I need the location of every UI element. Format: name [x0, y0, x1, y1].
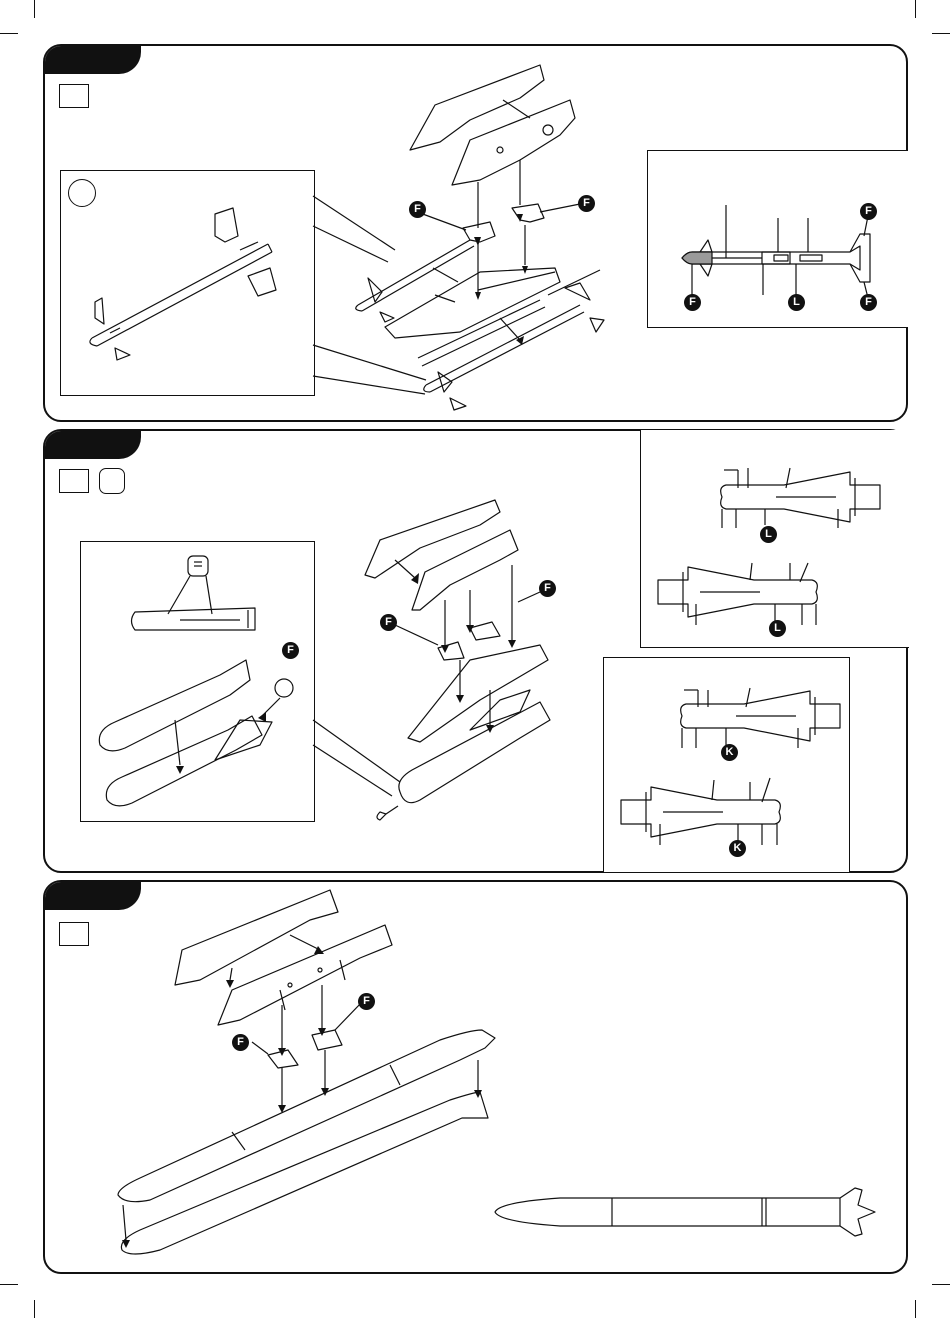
part-label-badge: F: [358, 993, 375, 1010]
part-label-badge: F: [232, 1034, 249, 1051]
